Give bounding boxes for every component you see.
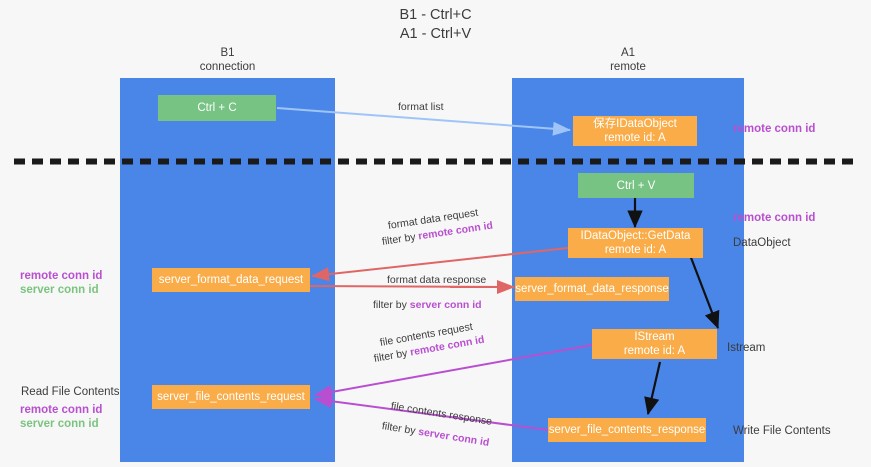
side-label-left-server-conn-id-bottom: server conn id [20,418,99,430]
edge-label-format-data-response-filter: filter by server conn id [373,298,482,312]
box-ctrl-c-label: Ctrl + C [197,102,237,114]
box-save-dataobject[interactable]: 保存IDataObject remote id: A [573,116,697,146]
box-server-file-contents-response[interactable]: server_file_contents_response [548,418,706,442]
box-ctrl-v-label: Ctrl + V [616,179,656,192]
page-title-line2: A1 - Ctrl+V [399,26,472,42]
side-label-write-file-contents: Write File Contents [733,425,831,437]
filter-prefix: filter by [381,230,420,248]
box-idataobject-getdata[interactable]: IDataObject::GetData remote id: A [568,228,703,258]
side-label-read-file-contents: Read File Contents [21,386,120,398]
box-idataobject-getdata-line1: IDataObject::GetData [580,230,691,242]
page-title: B1 - Ctrl+C A1 - Ctrl+V [0,6,871,44]
side-label-remote-conn-id-mid: remote conn id [733,212,816,224]
box-save-dataobject-line1: 保存IDataObject [593,118,677,130]
box-save-dataobject-line2: remote id: A [604,132,666,144]
column-header-a1-role: remote [610,61,646,73]
column-header-b1: B1 connection [120,46,335,74]
side-label-left-remote-conn-id-bottom: remote conn id [20,404,103,416]
box-server-file-contents-response-label: server_file_contents_response [548,424,706,436]
box-server-file-contents-request-label: server_file_contents_request [157,391,305,403]
box-istream-line2: remote id: A [623,345,686,357]
box-istream[interactable]: IStream remote id: A [592,329,717,359]
box-server-file-contents-request[interactable]: server_file_contents_request [152,385,310,409]
filter-prefix: filter by [373,299,410,311]
box-istream-line1: IStream [634,331,675,343]
box-server-format-data-request[interactable]: server_format_data_request [152,268,310,292]
column-header-b1-role: connection [199,61,256,73]
column-header-a1-name: A1 [620,47,636,59]
side-label-left-remote-conn-id-mid: remote conn id [20,270,103,282]
filter-key-server-conn-id: server conn id [417,425,491,449]
filter-key-server-conn-id: server conn id [409,299,482,311]
box-server-format-data-response[interactable]: server_format_data_response [515,277,669,301]
filter-prefix: filter by [372,346,412,365]
box-server-format-data-request-label: server_format_data_request [158,274,304,286]
box-server-format-data-response-label: server_format_data_response [515,283,669,295]
column-header-b1-name: B1 [220,47,235,59]
side-label-dataobject: DataObject [733,237,791,249]
edge-label-format-data-response: format data response [387,274,487,286]
page-title-line1: B1 - Ctrl+C [399,7,472,23]
box-ctrl-v[interactable]: Ctrl + V [578,173,694,198]
box-ctrl-c[interactable]: Ctrl + C [158,95,276,121]
box-idataobject-getdata-line2: remote id: A [604,244,667,256]
side-label-left-server-conn-id-mid: server conn id [20,284,99,296]
column-header-a1: A1 remote [512,46,744,74]
side-label-remote-conn-id-top: remote conn id [733,123,816,135]
edge-label-format-list: format list [398,101,444,113]
side-label-istream: Istream [727,342,766,354]
filter-prefix: filter by [381,420,420,438]
